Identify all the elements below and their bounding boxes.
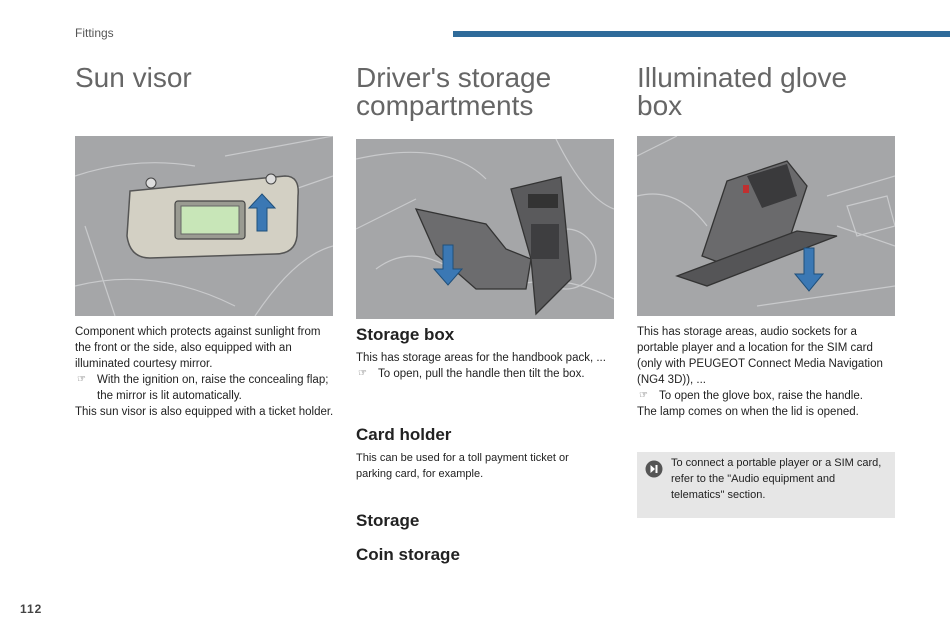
info-note: To connect a portable player or a SIM ca…: [637, 452, 895, 518]
card-holder-body: This can be used for a toll payment tick…: [356, 450, 596, 482]
bullet-hand-icon: ☞: [77, 374, 86, 385]
sun-visor-title: Sun visor: [75, 62, 192, 93]
section-label: Fittings: [75, 26, 114, 40]
header-accent-bar: [453, 31, 950, 37]
storage-box-bullet: ☞ To open, pull the handle then tilt the…: [356, 366, 606, 382]
glove-box-intro: This has storage areas, audio sockets fo…: [637, 326, 883, 386]
sun-visor-intro: Component which protects against sunligh…: [75, 326, 321, 370]
glove-box-illustration: [637, 136, 895, 316]
sun-visor-body: Component which protects against sunligh…: [75, 324, 337, 420]
card-holder-heading: Card holder: [356, 425, 452, 444]
arrow-down-icon: [432, 244, 464, 286]
bullet-hand-icon: ☞: [358, 368, 367, 379]
glove-box-title-line2: box: [637, 90, 683, 121]
storage-box-heading: Storage box: [356, 325, 455, 344]
storage-box-text: This has storage areas for the handbook …: [356, 352, 606, 364]
info-note-text: To connect a portable player or a SIM ca…: [671, 457, 882, 501]
glove-box-extra: The lamp comes on when the lid is opened…: [637, 406, 859, 418]
glove-box-title: Illuminated glove box: [637, 64, 847, 120]
page-number: 112: [20, 602, 43, 616]
sun-visor-extra: This sun visor is also equipped with a t…: [75, 406, 334, 418]
storage-box-body: This has storage areas for the handbook …: [356, 350, 606, 382]
glove-box-bullet: ☞ To open the glove box, raise the handl…: [637, 388, 895, 404]
card-holder-text: This can be used for a toll payment tick…: [356, 452, 569, 480]
sun-visor-illustration: [75, 136, 333, 316]
coin-storage-heading: Coin storage: [356, 545, 460, 564]
glove-box-body: This has storage areas, audio sockets fo…: [637, 324, 895, 420]
glove-box-bullet-text: To open the glove box, raise the handle.: [659, 390, 863, 402]
driver-storage-title: Driver's storage compartments: [356, 64, 551, 120]
driver-storage-title-line2: compartments: [356, 90, 534, 121]
sun-visor-bullet: ☞ With the ignition on, raise the concea…: [75, 372, 337, 404]
storage-heading: Storage: [356, 511, 420, 530]
bullet-hand-icon: ☞: [639, 390, 648, 401]
driver-storage-title-line1: Driver's storage: [356, 62, 552, 93]
arrow-down-icon: [793, 247, 825, 292]
info-skip-icon: [645, 460, 663, 478]
sun-visor-bullet-text: With the ignition on, raise the conceali…: [97, 374, 329, 402]
storage-box-bullet-text: To open, pull the handle then tilt the b…: [378, 368, 585, 380]
driver-storage-illustration: [356, 139, 614, 319]
arrow-up-icon: [247, 193, 277, 232]
glove-box-title-line1: Illuminated glove: [637, 62, 848, 93]
